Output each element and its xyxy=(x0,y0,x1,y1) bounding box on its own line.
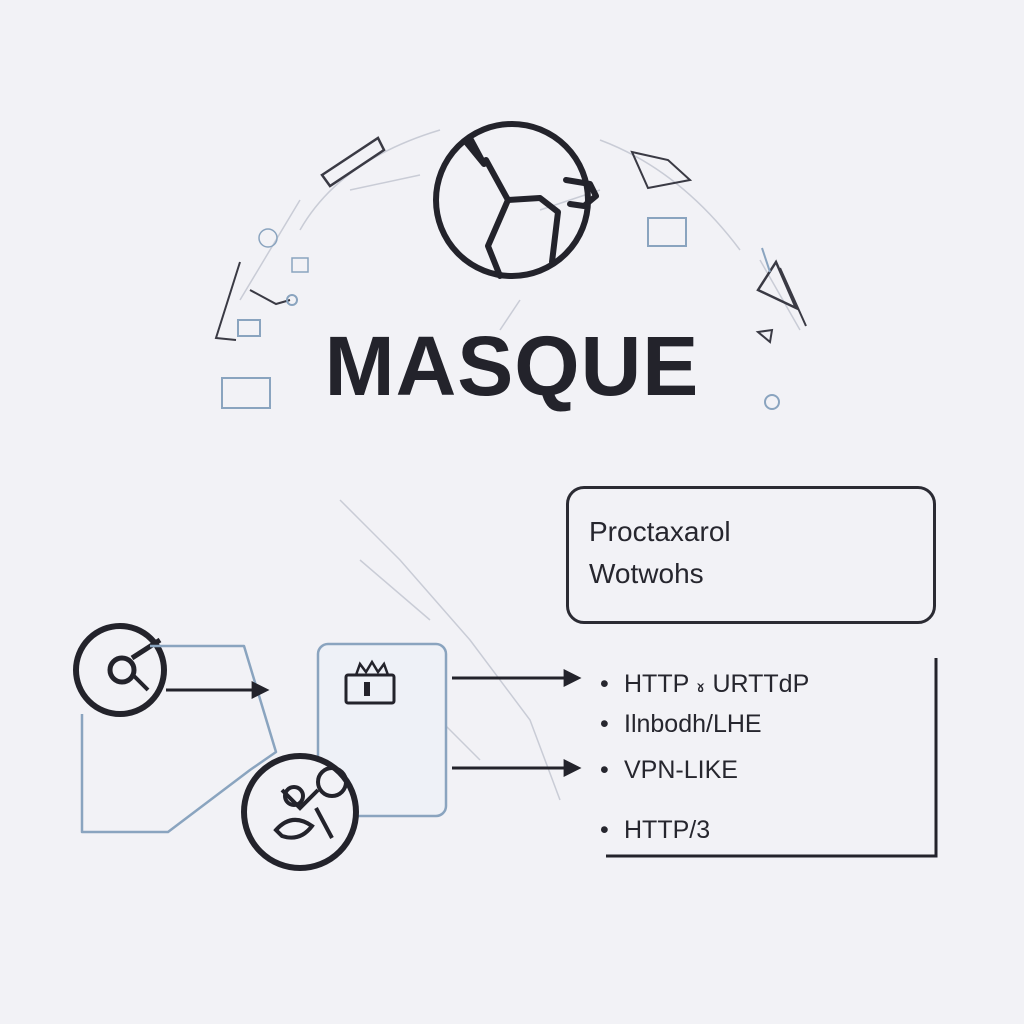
list-item: • VPN-LIKE xyxy=(600,756,930,785)
list-item: • HTTP ៵ URTTdP xyxy=(600,666,930,700)
decor-right-cluster xyxy=(630,150,807,410)
info-line-1: Proctaxarol xyxy=(589,516,731,547)
bullet-text: HTTP ៵ URTTdP xyxy=(624,670,810,698)
decor-left-cluster xyxy=(214,136,386,409)
list-item: • HTTP/3 xyxy=(600,816,930,845)
bullet-dot: • xyxy=(600,816,609,844)
bullet-dot: • xyxy=(600,756,609,784)
bullet-dot: • xyxy=(600,670,609,698)
client-node-icon xyxy=(73,623,167,717)
page-title: MASQUE xyxy=(324,319,700,413)
tunnel-node-icon xyxy=(241,753,359,871)
bullet-text: HTTP/3 xyxy=(624,816,711,844)
bullet-list-bracket xyxy=(606,658,938,858)
globe-icon xyxy=(433,121,599,279)
client-channel-outline xyxy=(80,644,278,834)
bullet-text: VPN-LIKE xyxy=(624,756,738,784)
bullet-dot: • xyxy=(600,710,609,738)
info-box: Proctaxarol Wotwohs xyxy=(566,486,936,624)
list-item: • Ilnbodh/LHE xyxy=(600,710,930,739)
info-line-2: Wotwohs xyxy=(589,558,704,589)
proxy-box-icon xyxy=(316,642,448,818)
bullet-text: Ilnbodh/LHE xyxy=(624,710,762,738)
